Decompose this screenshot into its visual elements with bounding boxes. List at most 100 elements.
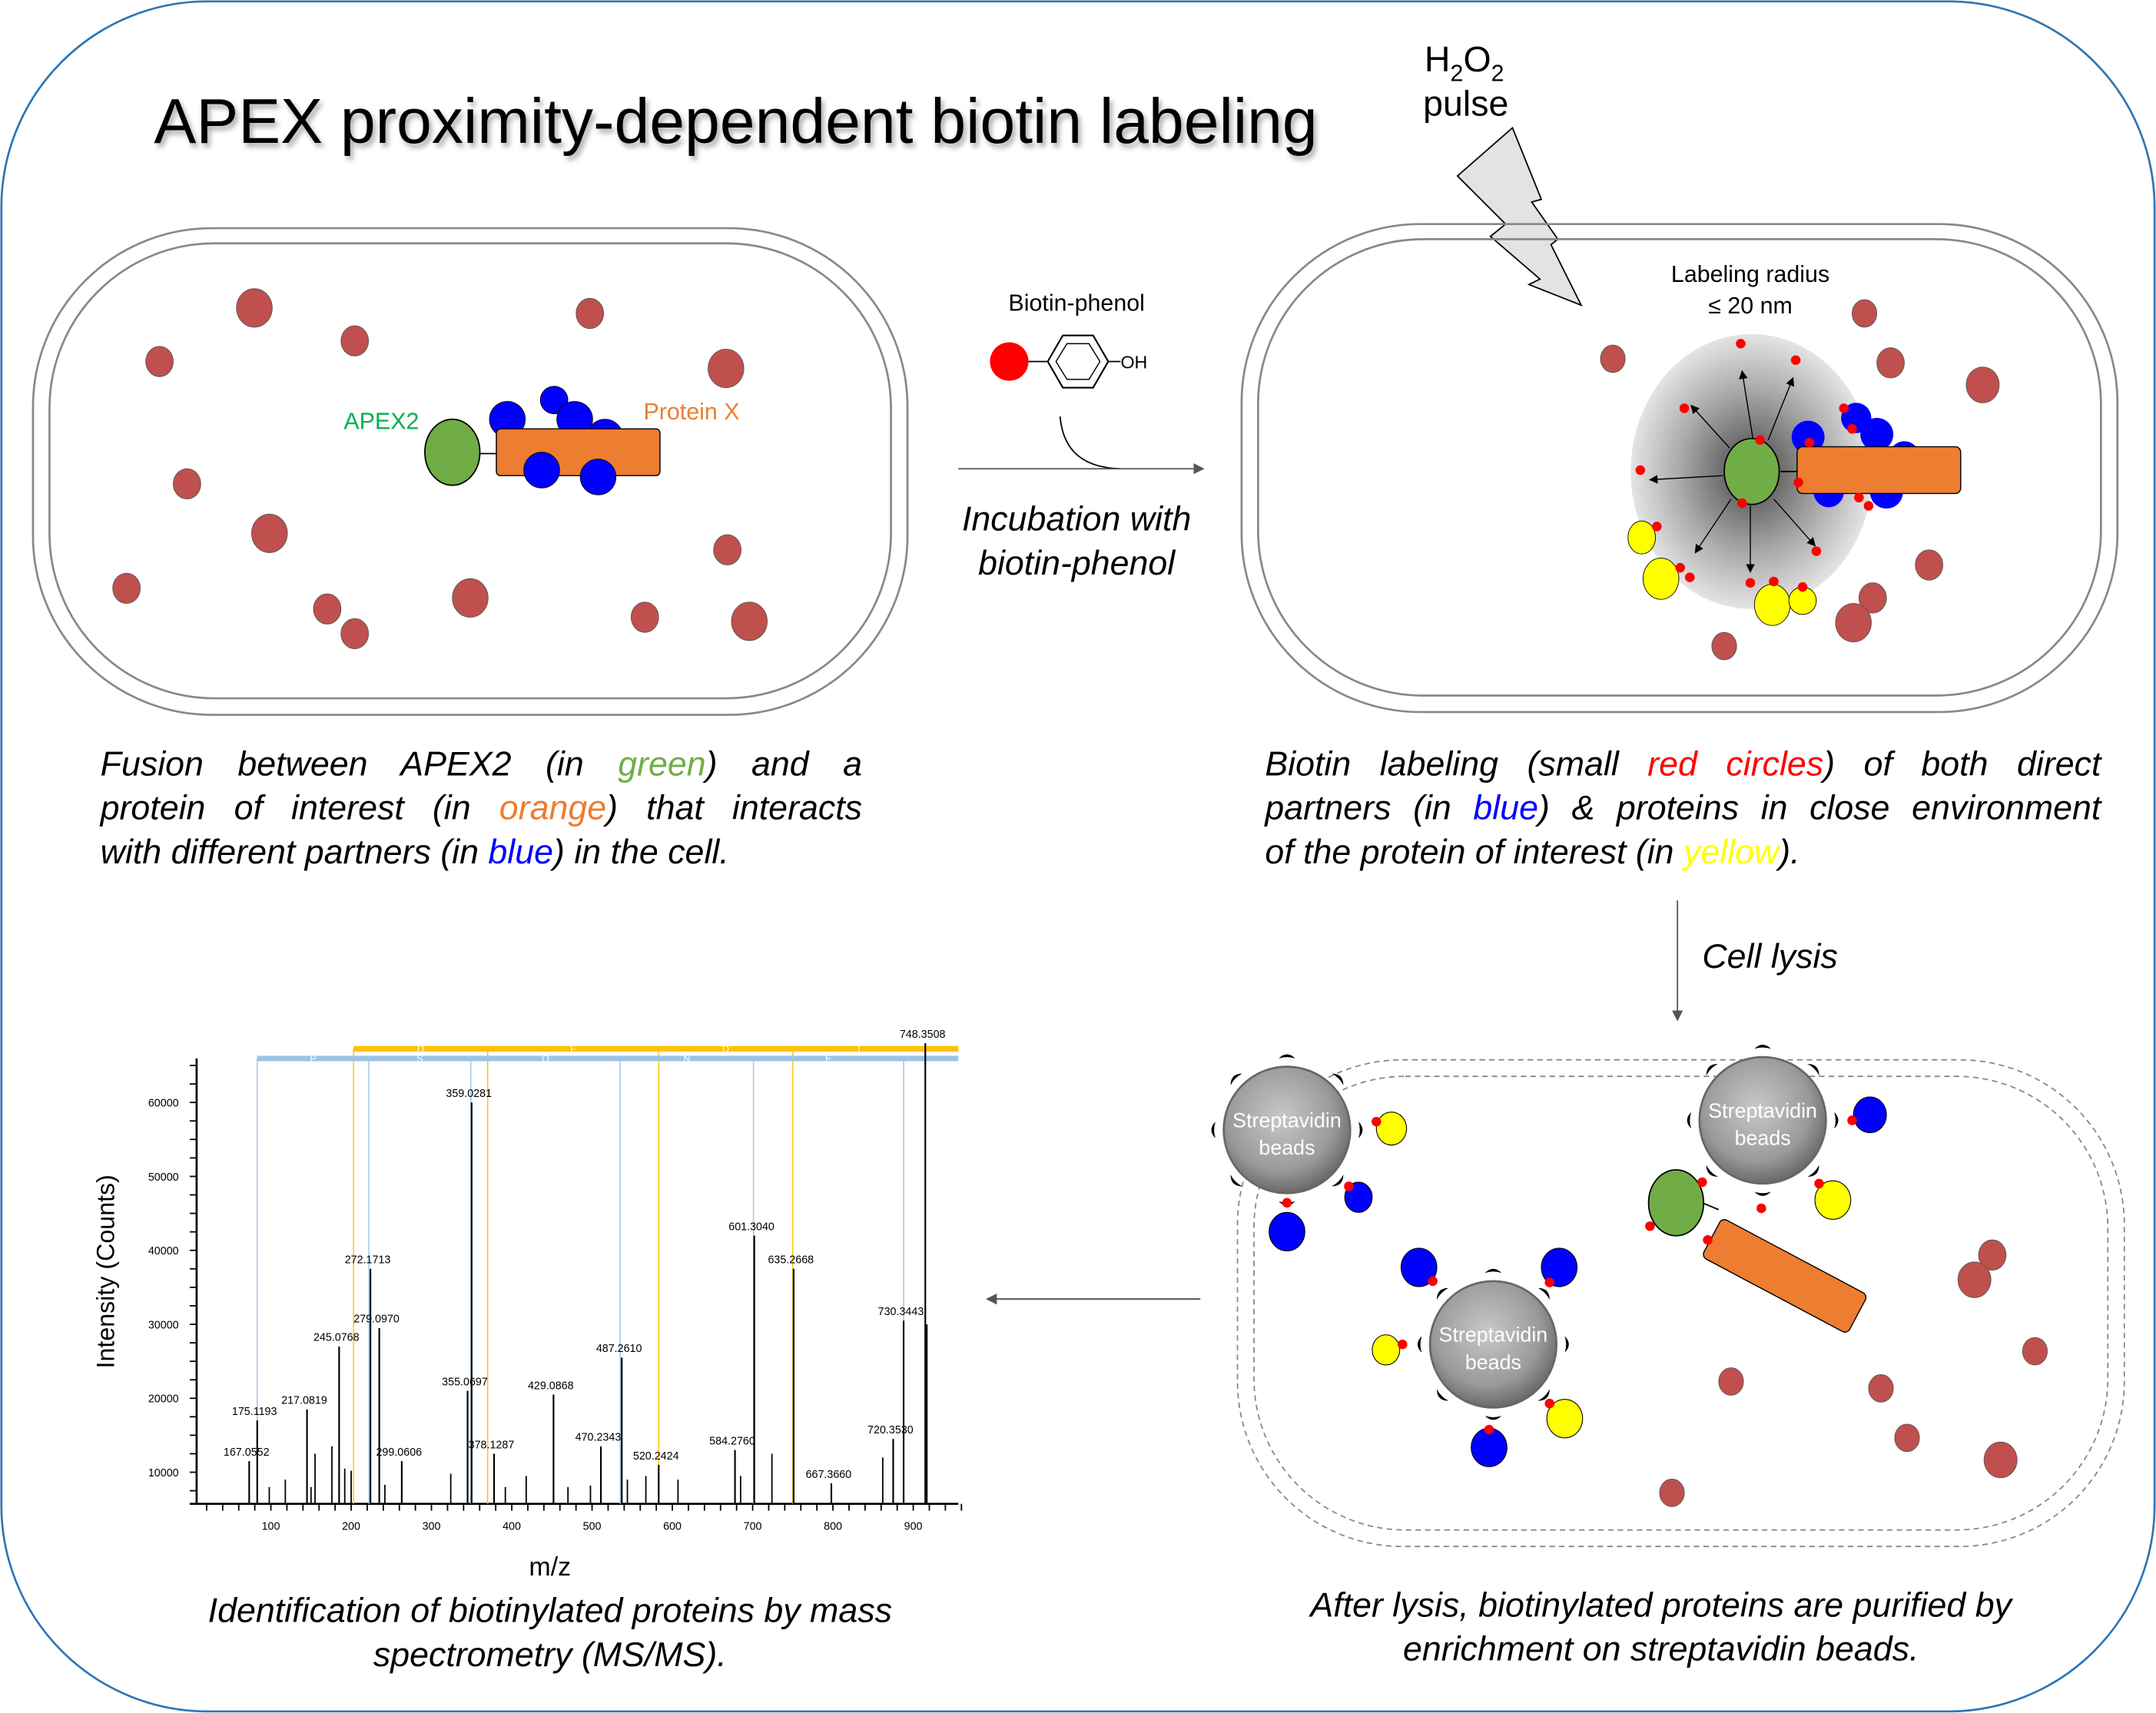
apex2-enzyme [424,418,481,486]
background-protein [1915,549,1944,581]
background-protein [630,601,659,633]
caption-segment: ) & proteins in close environment [1537,789,2101,828]
caption-segment: orange [499,789,607,828]
svg-text:Biotin-phenol: Biotin-phenol [1008,290,1144,316]
x-tick-label: 400 [503,1521,521,1533]
biotin-tag [1652,522,1662,532]
residue-label: I [857,1044,860,1055]
background-protein [1852,299,1878,328]
background-protein [575,297,605,330]
y-tick-label: 10000 [148,1467,179,1479]
background-protein [1894,1423,1920,1453]
x-tick-label: 100 [262,1521,280,1533]
cell-step2: Labeling radius ≤ 20 nm [1240,223,2119,714]
peak-label: 584.2760 [709,1436,755,1448]
neighbor-protein [1375,1112,1408,1146]
x-tick-label: 500 [583,1521,602,1533]
residue-label: N [683,1053,690,1064]
neighbor-protein [1372,1334,1401,1366]
caption-segment: ) and a [705,744,863,784]
partner-protein [1400,1247,1438,1287]
caption-segment: Biotin labeling (small [1265,744,1648,784]
streptavidin-binding-site [1807,1064,1819,1076]
streptavidin-binding-site [1834,1112,1839,1129]
caption-segment: ). [1779,833,1800,872]
residue-label: D [722,1044,729,1055]
caption-step3-line1: After lysis, biotinylated proteins are p… [1310,1586,2012,1625]
caption-segment: of the protein of interest (in [1265,833,1683,872]
page-title: APEX proximity-dependent biotin labeling [154,86,1317,157]
background-protein [1978,1239,2007,1271]
biotin-phenol-structure: Biotin-phenol OH [990,290,1147,389]
cell-lysis-label: Cell lysis [1702,938,1837,976]
background-protein [112,572,141,605]
caption-segment: ) in the cell. [552,833,729,872]
caption-line: Fusion between APEX2 (in green) and a [101,742,862,786]
streptavidin-binding-site [1230,1073,1242,1085]
background-protein [173,468,201,500]
caption-step2: Biotin labeling (small red circles) of b… [1265,742,2101,874]
background-protein [1868,1374,1894,1403]
caption-segment: ) that interacts [606,789,863,828]
protein-x [1703,1219,1867,1333]
peak-label: 601.3040 [728,1221,775,1233]
biotin-tag [1854,492,1864,503]
streptavidin-binding-site [1358,1122,1363,1138]
neighbor-protein [1814,1180,1852,1220]
biotin-tag [1675,562,1686,573]
background-protein [1957,1261,1992,1298]
cell-step1: APEX2 Protein X [32,227,909,716]
background-protein [1600,344,1626,373]
y-tick-label: 50000 [148,1171,179,1184]
background-protein [713,534,741,565]
x-axis-label: m/z [529,1552,571,1582]
biotin-tag [1737,498,1747,509]
caption-step3-line2: enrichment on streptavidin beads. [1402,1630,1919,1669]
background-protein [1858,582,1887,614]
streptavidin-binding-site [1332,1175,1344,1187]
peak-label: 667.3660 [806,1469,852,1481]
peak-label: 217.0819 [281,1395,327,1407]
svg-text:H2O2: H2O2 [1425,39,1504,87]
caption-segment: red circles [1647,744,1824,784]
y-tick-label: 60000 [148,1098,179,1110]
residue-label: S [416,1053,423,1064]
peak-label: 520.2424 [633,1450,679,1463]
streptavidin-binding-site [1211,1122,1216,1138]
peak-label: 355.0697 [442,1376,488,1388]
background-protein [1659,1479,1685,1507]
x-tick-label: 800 [824,1521,842,1533]
x-tick-label: 200 [342,1521,360,1533]
apex2-enzyme [1647,1168,1705,1237]
peak-label: 730.3443 [878,1306,924,1318]
residue-label: F [570,1044,576,1055]
background-protein [708,349,745,389]
peak-label: 359.0281 [446,1088,492,1100]
partner-protein [1541,1247,1578,1287]
neighbor-protein [1546,1399,1584,1439]
caption-segment: blue [1473,789,1538,828]
biotin-tag [1839,403,1849,413]
biotin-tag [1804,437,1815,448]
streptavidin-binding-site [1754,1045,1771,1049]
y-tick-label: 20000 [148,1393,179,1406]
svg-text:Streptavidin: Streptavidin [1439,1324,1548,1347]
peak-label: 720.3530 [867,1424,914,1436]
background-protein [1835,603,1872,643]
residue-label: D [417,1044,424,1055]
labeling-radius-label: Labeling radius [1671,261,1829,287]
streptavidin-binding-site [1417,1336,1422,1353]
streptavidin-binding-site [1484,1268,1502,1274]
streptavidin-binding-site [1754,1191,1771,1196]
svg-text:pulse: pulse [1423,83,1508,123]
streptavidin-binding-site [1687,1112,1692,1129]
peak-label: 279.0970 [353,1314,400,1326]
y-tick-label: 30000 [148,1319,179,1331]
caption-line: of the protein of interest (in yellow). [1265,830,2101,874]
caption-segment: with different partners (in [100,833,489,872]
streptavidin-binding-site [1564,1336,1569,1353]
y-axis-label: Intensity (Counts) [92,1175,120,1368]
biotin-tag [1847,424,1857,434]
